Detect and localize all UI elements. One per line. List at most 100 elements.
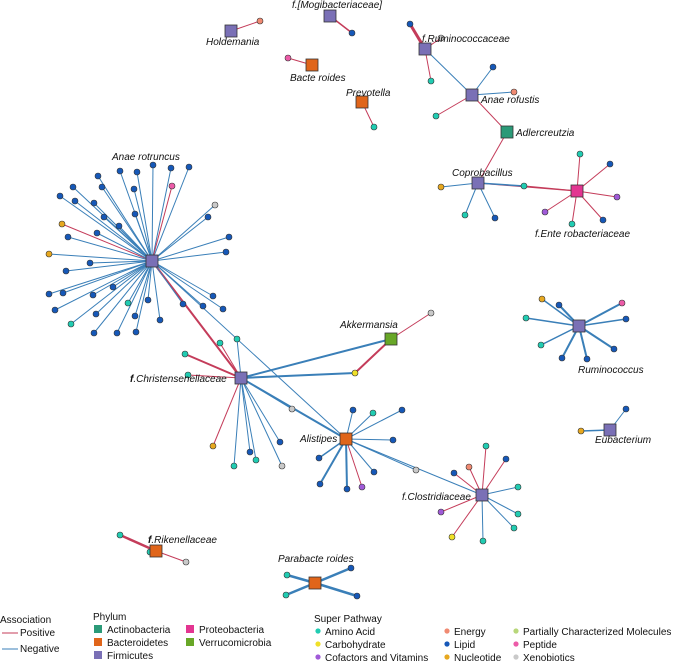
- metabolite-node: [132, 328, 140, 336]
- genus-label-prefix: f: [130, 374, 135, 385]
- association-edge: [151, 260, 161, 321]
- association-edge: [151, 260, 184, 305]
- association-edge: [65, 260, 153, 272]
- genus-label-text: f.Ruminococcaceae: [422, 34, 510, 45]
- genus-node: [355, 95, 369, 109]
- metabolite-node: [131, 312, 139, 320]
- metabolite-node: [510, 524, 518, 532]
- metabolite-node: [278, 462, 286, 470]
- metabolite-node: [522, 314, 530, 322]
- pathway-legend-swatch: [444, 641, 450, 647]
- association-edge: [578, 302, 623, 327]
- metabolite-node: [71, 197, 79, 205]
- association-edge: [151, 185, 173, 262]
- genus-node: [224, 24, 238, 38]
- association-edge: [54, 260, 153, 311]
- association-edge: [576, 190, 618, 198]
- association-edge: [74, 200, 153, 262]
- metabolite-node: [45, 290, 53, 298]
- association-edge: [134, 213, 153, 262]
- genus-label: f.Rikenellaceae: [148, 535, 217, 546]
- association-edge: [151, 236, 230, 262]
- pathway-legend-swatch: [513, 654, 519, 660]
- metabolite-node: [283, 571, 291, 579]
- association-edge: [67, 236, 153, 262]
- genus-label-prefix: f: [148, 535, 153, 546]
- phylum-legend-label: Proteobacteria: [199, 625, 264, 636]
- pathway-legend-label: Partially Characterized Molecules: [523, 627, 671, 638]
- pathway-legend-label: Cofactors and Vitamins: [325, 653, 428, 664]
- edge-layer: [48, 15, 627, 598]
- association-edge: [240, 372, 356, 379]
- metabolite-node-layer: [45, 17, 630, 600]
- association-edge: [59, 195, 153, 262]
- association-edge: [345, 438, 363, 488]
- metabolite-node: [90, 329, 98, 337]
- metabolite-node: [465, 463, 473, 471]
- metabolite-node: [182, 558, 190, 566]
- metabolite-node: [219, 305, 227, 313]
- association-edge: [578, 318, 627, 327]
- genus-label-text: Prevotella: [346, 88, 391, 99]
- metabolite-node: [349, 406, 357, 414]
- metabolite-node: [489, 63, 497, 71]
- metabolite-node: [347, 564, 355, 572]
- association-edge: [524, 185, 579, 192]
- genus-label-text: Ruminococcus: [578, 365, 644, 376]
- pathway-legend-swatch: [315, 628, 321, 634]
- genus-label-text: Anae rofustis: [480, 95, 539, 106]
- association-edge: [471, 91, 515, 96]
- association-edge: [345, 438, 394, 441]
- phylum-legend-label: Bacteroidetes: [107, 638, 168, 649]
- metabolite-node: [622, 315, 630, 323]
- association-edge: [70, 260, 153, 325]
- association-edge: [240, 377, 251, 453]
- phylum-legend-swatch: [186, 625, 194, 633]
- association-edge: [451, 494, 483, 538]
- association-edge: [112, 260, 153, 288]
- association-edge: [424, 48, 473, 96]
- genus-label: Coprobacillus: [452, 168, 513, 179]
- association-edge: [525, 317, 580, 327]
- genus-label: Anae rotruncus: [111, 152, 180, 163]
- metabolite-node: [613, 193, 621, 201]
- pathway-legend-label: Peptide: [523, 640, 557, 651]
- genus-label-text: Bacte roides: [290, 73, 346, 84]
- association-edge: [151, 260, 214, 297]
- metabolite-node: [437, 508, 445, 516]
- metabolite-node: [94, 172, 102, 180]
- phylum-legend-label: Verrucomicrobia: [199, 638, 272, 649]
- association-edge: [481, 445, 487, 496]
- metabolite-node: [432, 112, 440, 120]
- metabolite-node: [90, 199, 98, 207]
- metabolite-node: [576, 150, 584, 158]
- association-edge: [151, 260, 242, 379]
- genus-label: Eubacterium: [595, 435, 651, 446]
- pathway-legend-title: Super Pathway: [314, 614, 382, 625]
- metabolite-node: [555, 301, 563, 309]
- association-edge: [48, 253, 153, 262]
- metabolite-node: [233, 335, 241, 343]
- metabolite-node: [389, 436, 397, 444]
- pathway-legend-swatch: [444, 654, 450, 660]
- association-edge: [116, 260, 153, 334]
- metabolite-node: [211, 201, 219, 209]
- metabolite-node: [370, 123, 378, 131]
- genus-label: Ruminococcus: [578, 365, 644, 376]
- metabolite-node: [181, 350, 189, 358]
- metabolite-node: [179, 300, 187, 308]
- metabolite-node: [256, 17, 264, 25]
- genus-label-text: Eubacterium: [595, 435, 651, 446]
- phylum-legend-swatch: [186, 638, 194, 646]
- association-edge: [151, 164, 154, 262]
- phylum-legend-swatch: [94, 625, 102, 633]
- genus-node: [339, 432, 353, 446]
- metabolite-node: [116, 167, 124, 175]
- genus-node: [145, 254, 159, 268]
- genus-node: [465, 88, 479, 102]
- association-legend-label: Negative: [20, 644, 60, 655]
- association-edge: [477, 131, 508, 184]
- metabolite-node: [284, 54, 292, 62]
- metabolite-node: [406, 20, 414, 28]
- metabolite-node: [62, 267, 70, 275]
